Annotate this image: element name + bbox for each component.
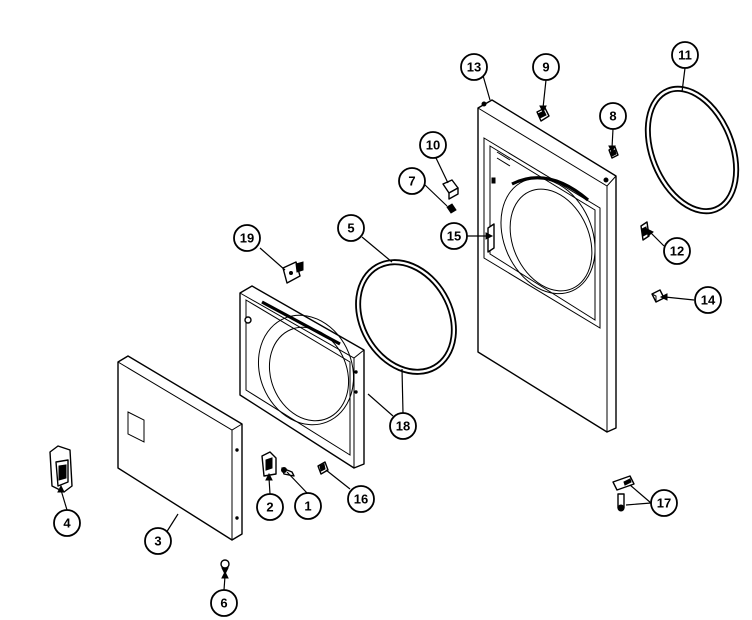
- callout-19: 19: [233, 224, 261, 252]
- svg-text:14: 14: [701, 293, 716, 308]
- callout-10: 10: [419, 131, 447, 159]
- callout-18: 18: [389, 412, 417, 440]
- callout-5: 5: [337, 214, 365, 242]
- part-19-strike: [282, 261, 304, 284]
- front-panel: [477, 99, 617, 433]
- callout-4: 4: [53, 509, 81, 537]
- svg-text:7: 7: [408, 174, 415, 189]
- part-4-handle: [49, 445, 73, 493]
- callout-14: 14: [694, 286, 722, 314]
- svg-text:1: 1: [304, 499, 311, 514]
- svg-text:10: 10: [426, 138, 440, 153]
- svg-text:5: 5: [347, 221, 354, 236]
- callout-1: 1: [294, 492, 322, 520]
- door-seal-ring: [644, 85, 740, 215]
- svg-text:19: 19: [240, 231, 254, 246]
- callout-15: 15: [440, 222, 468, 250]
- callout-9: 9: [532, 53, 560, 81]
- svg-text:11: 11: [678, 48, 692, 63]
- part-2-hinge: [261, 451, 277, 477]
- door-gasket-ring: [355, 259, 457, 375]
- part-16-clip: [317, 461, 329, 475]
- leader-lines: [57, 67, 695, 591]
- svg-text:16: 16: [354, 492, 368, 507]
- part-10-catch: [442, 179, 459, 200]
- outer-door-panel: [117, 355, 243, 541]
- callout-13: 13: [460, 53, 488, 81]
- part-17-hinge-pin: [612, 475, 635, 512]
- svg-text:18: 18: [396, 419, 410, 434]
- svg-text:2: 2: [266, 500, 273, 515]
- svg-text:13: 13: [467, 60, 481, 75]
- callout-17: 17: [650, 489, 678, 517]
- part-7-screw: [446, 203, 457, 214]
- inner-door-panel: [239, 285, 365, 469]
- svg-text:3: 3: [154, 534, 161, 549]
- svg-text:12: 12: [670, 244, 684, 259]
- callout-12: 12: [663, 237, 691, 265]
- callout-16: 16: [347, 485, 375, 513]
- svg-text:6: 6: [220, 596, 227, 611]
- svg-text:4: 4: [63, 516, 71, 531]
- part-12-clip: [640, 221, 650, 241]
- svg-text:8: 8: [609, 109, 616, 124]
- callout-3: 3: [144, 527, 172, 555]
- callout-8: 8: [599, 102, 627, 130]
- svg-text:15: 15: [447, 229, 461, 244]
- svg-text:9: 9: [542, 60, 549, 75]
- callout-7: 7: [398, 167, 426, 195]
- callout-2: 2: [256, 493, 284, 521]
- callout-6: 6: [210, 589, 238, 617]
- callout-11: 11: [671, 41, 699, 69]
- svg-text:17: 17: [657, 496, 671, 511]
- part-1-screw: [281, 467, 295, 477]
